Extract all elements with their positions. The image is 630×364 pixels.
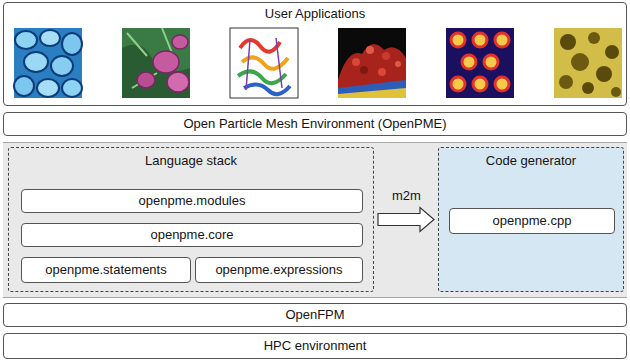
bacteria-image-shape [122, 45, 190, 98]
protein-image-shape [244, 84, 290, 94]
cell-image-shape [62, 33, 82, 55]
cell-image-shape [37, 79, 59, 97]
application-layer: User Applications [3, 2, 627, 106]
node-label: User Applications [265, 6, 365, 22]
node-label: OpenFPM [285, 307, 344, 323]
pattern-image [446, 28, 514, 98]
landscape-image-shape [378, 68, 386, 76]
protein-image-shape [240, 40, 280, 52]
module-box: openpme.cpp [449, 208, 615, 234]
landscape-image-shape [338, 88, 406, 98]
pattern-image-shape [451, 77, 465, 91]
framework-bar: OpenFPM [3, 303, 627, 327]
landscape-image-shape [382, 52, 390, 60]
protein-image-shape [230, 28, 298, 98]
pattern-image-shape [473, 33, 487, 47]
pattern-image-shape [451, 33, 465, 47]
bacteria-image-shape [137, 72, 155, 88]
node-label: openpme.statements [45, 262, 166, 278]
pattern-image-shape [495, 33, 509, 47]
foam-image-shape [596, 66, 612, 82]
foam-image-shape [611, 87, 621, 97]
transform-arrow [378, 208, 434, 232]
platform-bar: HPC environment [3, 333, 627, 359]
edge-label: m2m [390, 188, 423, 204]
pattern-image-shape [462, 55, 476, 69]
landscape-image [338, 28, 406, 98]
bacteria-image [122, 28, 190, 98]
cell-image-shape [51, 56, 73, 76]
foam-image-shape [582, 82, 594, 94]
node-label: HPC environment [264, 338, 367, 354]
pattern-image-shape [484, 55, 498, 69]
node-label: openpme.core [150, 227, 233, 243]
node-label: Code generator [486, 153, 576, 169]
cell-image-shape [24, 52, 48, 72]
node-label: openpme.cpp [493, 213, 572, 229]
protein-image [230, 28, 298, 98]
foam-image-shape [554, 28, 622, 98]
foam-image [554, 28, 622, 98]
module-box: openpme.expressions [195, 257, 363, 283]
node-label: openpme.modules [139, 193, 246, 209]
landscape-image-shape [338, 28, 406, 98]
pattern-image-shape [446, 28, 514, 98]
node-label: openpme.expressions [215, 262, 342, 278]
protein-image-shape [238, 71, 286, 83]
foam-image-shape [559, 75, 573, 89]
cell-image-shape [14, 28, 82, 98]
bacteria-image-shape [167, 72, 189, 92]
cell-image-shape [62, 79, 82, 97]
protein-image-shape [246, 38, 282, 90]
pattern-image-shape [495, 77, 509, 91]
module-box: openpme.core [21, 223, 363, 247]
landscape-image-shape [395, 61, 401, 67]
cell-image-shape [15, 31, 37, 49]
landscape-image-shape [338, 44, 406, 98]
node-label: Language stack [145, 153, 237, 169]
framework-bar: Open Particle Mesh Environment (OpenPME) [3, 112, 627, 136]
bacteria-image-shape [122, 28, 190, 98]
cell-image-shape [40, 30, 60, 46]
landscape-image-shape [360, 66, 368, 74]
cell-image [14, 28, 82, 98]
foam-image-shape [605, 45, 619, 59]
node-label: Open Particle Mesh Environment (OpenPME) [184, 116, 447, 132]
code-generator-group: Code generator openpme.cpp [438, 147, 624, 292]
bacteria-image-shape [172, 35, 188, 49]
cell-image-shape [14, 76, 34, 96]
bacteria-image-shape [153, 51, 179, 73]
foam-image-shape [588, 32, 600, 44]
language-stack-group: Language stack openpme.modules openpme.cor… [8, 147, 374, 292]
foam-image-shape [560, 34, 576, 50]
module-box: openpme.statements [21, 257, 191, 283]
landscape-image-shape [352, 58, 360, 66]
foam-image-shape [571, 53, 589, 71]
pattern-image-shape [473, 77, 487, 91]
module-box: openpme.modules [21, 189, 363, 213]
landscape-image-shape [338, 80, 406, 98]
landscape-image-shape [366, 46, 374, 54]
